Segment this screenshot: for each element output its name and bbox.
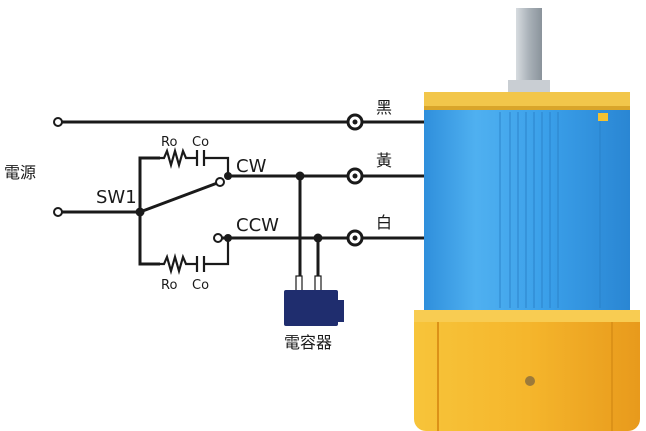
junction-cw: [224, 172, 232, 180]
label-ccw: CCW: [236, 215, 279, 236]
capacitor-body: [284, 290, 338, 326]
junction-ccw: [224, 234, 232, 242]
terminal-white-core: [352, 235, 358, 241]
terminal-black-core: [352, 119, 358, 125]
label-co-bottom: Co: [192, 278, 209, 293]
label-co-top: Co: [192, 135, 209, 150]
label-wire-yellow: 黃: [376, 151, 392, 170]
junction-cap-1: [295, 171, 305, 181]
label-wire-white: 白: [376, 213, 392, 232]
wire-branch-top: [138, 156, 160, 212]
junctions: [135, 171, 323, 243]
motor-lead-terminals: [346, 113, 364, 247]
terminal-yellow-core: [352, 173, 358, 179]
label-ro-bottom: Ro: [161, 278, 177, 293]
motor-fins: [499, 112, 601, 308]
switch-contact-cw: [215, 177, 225, 187]
resistor-ro-top: [160, 146, 190, 170]
label-capacitor: 電容器: [284, 333, 332, 352]
motor-gearbox: [414, 310, 640, 431]
motor-body: [424, 110, 630, 310]
motor-top-plate: [424, 92, 630, 108]
motor-shaft-collar: [508, 80, 550, 94]
motor-side-mark: [598, 113, 608, 121]
motor: [414, 8, 640, 431]
capacitor-lead-left: [295, 275, 303, 293]
capacitor-tab: [336, 300, 344, 322]
label-power: 電源: [4, 163, 36, 182]
motor-gearbox-screw: [525, 376, 535, 386]
label-cw: CW: [236, 156, 267, 177]
terminal-power-bottom: [53, 207, 63, 217]
wire-branch-bottom: [138, 212, 160, 266]
rc-top-out: [204, 156, 230, 176]
resistor-ro-bottom: [160, 252, 190, 276]
label-ro-top: Ro: [161, 135, 177, 150]
rc-network-top: [160, 146, 230, 176]
motor-top-plate-shadow: [424, 106, 630, 110]
rc-bottom-out: [204, 238, 230, 266]
switch-contact-ccw: [213, 233, 223, 243]
junction-cap-2: [313, 233, 323, 243]
label-sw1: SW1: [96, 187, 137, 208]
open-terminals: [53, 117, 225, 243]
terminal-power-top: [53, 117, 63, 127]
label-wire-black: 黑: [376, 98, 392, 117]
capacitor-lead-right: [314, 275, 322, 293]
motor-gearbox-lip: [414, 310, 640, 322]
junction-sw: [135, 207, 145, 217]
external-capacitor: [284, 275, 344, 326]
switch-lever: [139, 180, 221, 214]
rc-network-bottom: [160, 238, 230, 276]
